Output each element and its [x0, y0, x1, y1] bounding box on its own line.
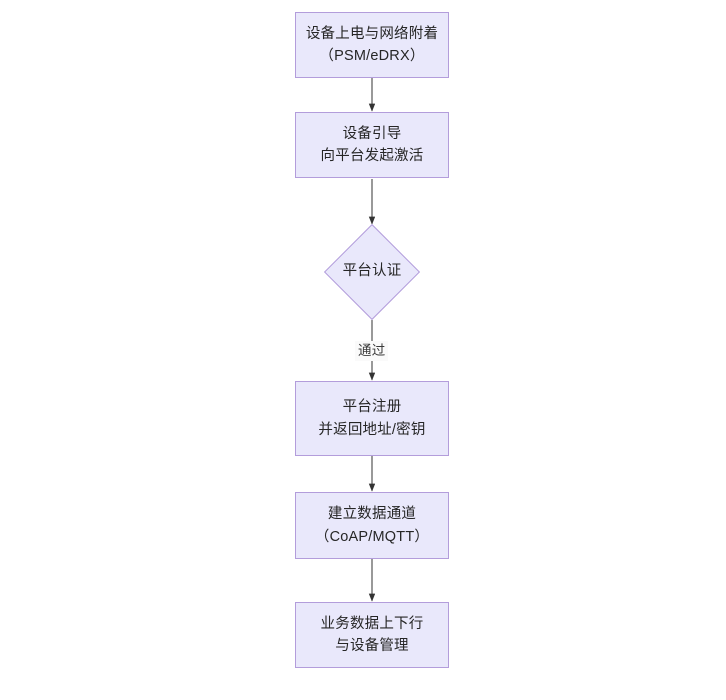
node-device-power-on[interactable]: 设备上电与网络附着 （PSM/eDRX） — [295, 12, 449, 78]
edge-label-pass: 通过 — [355, 341, 389, 361]
node-device-bootstrap[interactable]: 设备引导 向平台发起激活 — [295, 112, 449, 178]
node-platform-authentication[interactable]: 平台认证 — [323, 223, 421, 321]
node-label-line1: 平台注册 — [342, 399, 402, 416]
node-label-line1: 设备上电与网络附着 — [305, 25, 439, 42]
node-label-line1: 业务数据上下行 — [320, 615, 424, 632]
node-label-line2: 与设备管理 — [335, 638, 409, 654]
node-label-line2: （PSM/eDRX） — [319, 48, 425, 64]
node-label-line2: （CoAP/MQTT） — [314, 528, 430, 545]
node-label-line1: 建立数据通道 — [327, 506, 417, 523]
node-business-data-and-device-management[interactable]: 业务数据上下行 与设备管理 — [295, 602, 449, 668]
node-establish-data-channel[interactable]: 建立数据通道 （CoAP/MQTT） — [295, 492, 449, 559]
node-label-line1: 设备引导 — [342, 125, 402, 142]
node-label-line2: 并返回地址/密钥 — [318, 421, 426, 438]
node-label-line1: 平台认证 — [342, 263, 402, 280]
node-platform-registration[interactable]: 平台注册 并返回地址/密钥 — [295, 381, 449, 456]
node-label-line2: 向平台发起激活 — [320, 148, 424, 164]
